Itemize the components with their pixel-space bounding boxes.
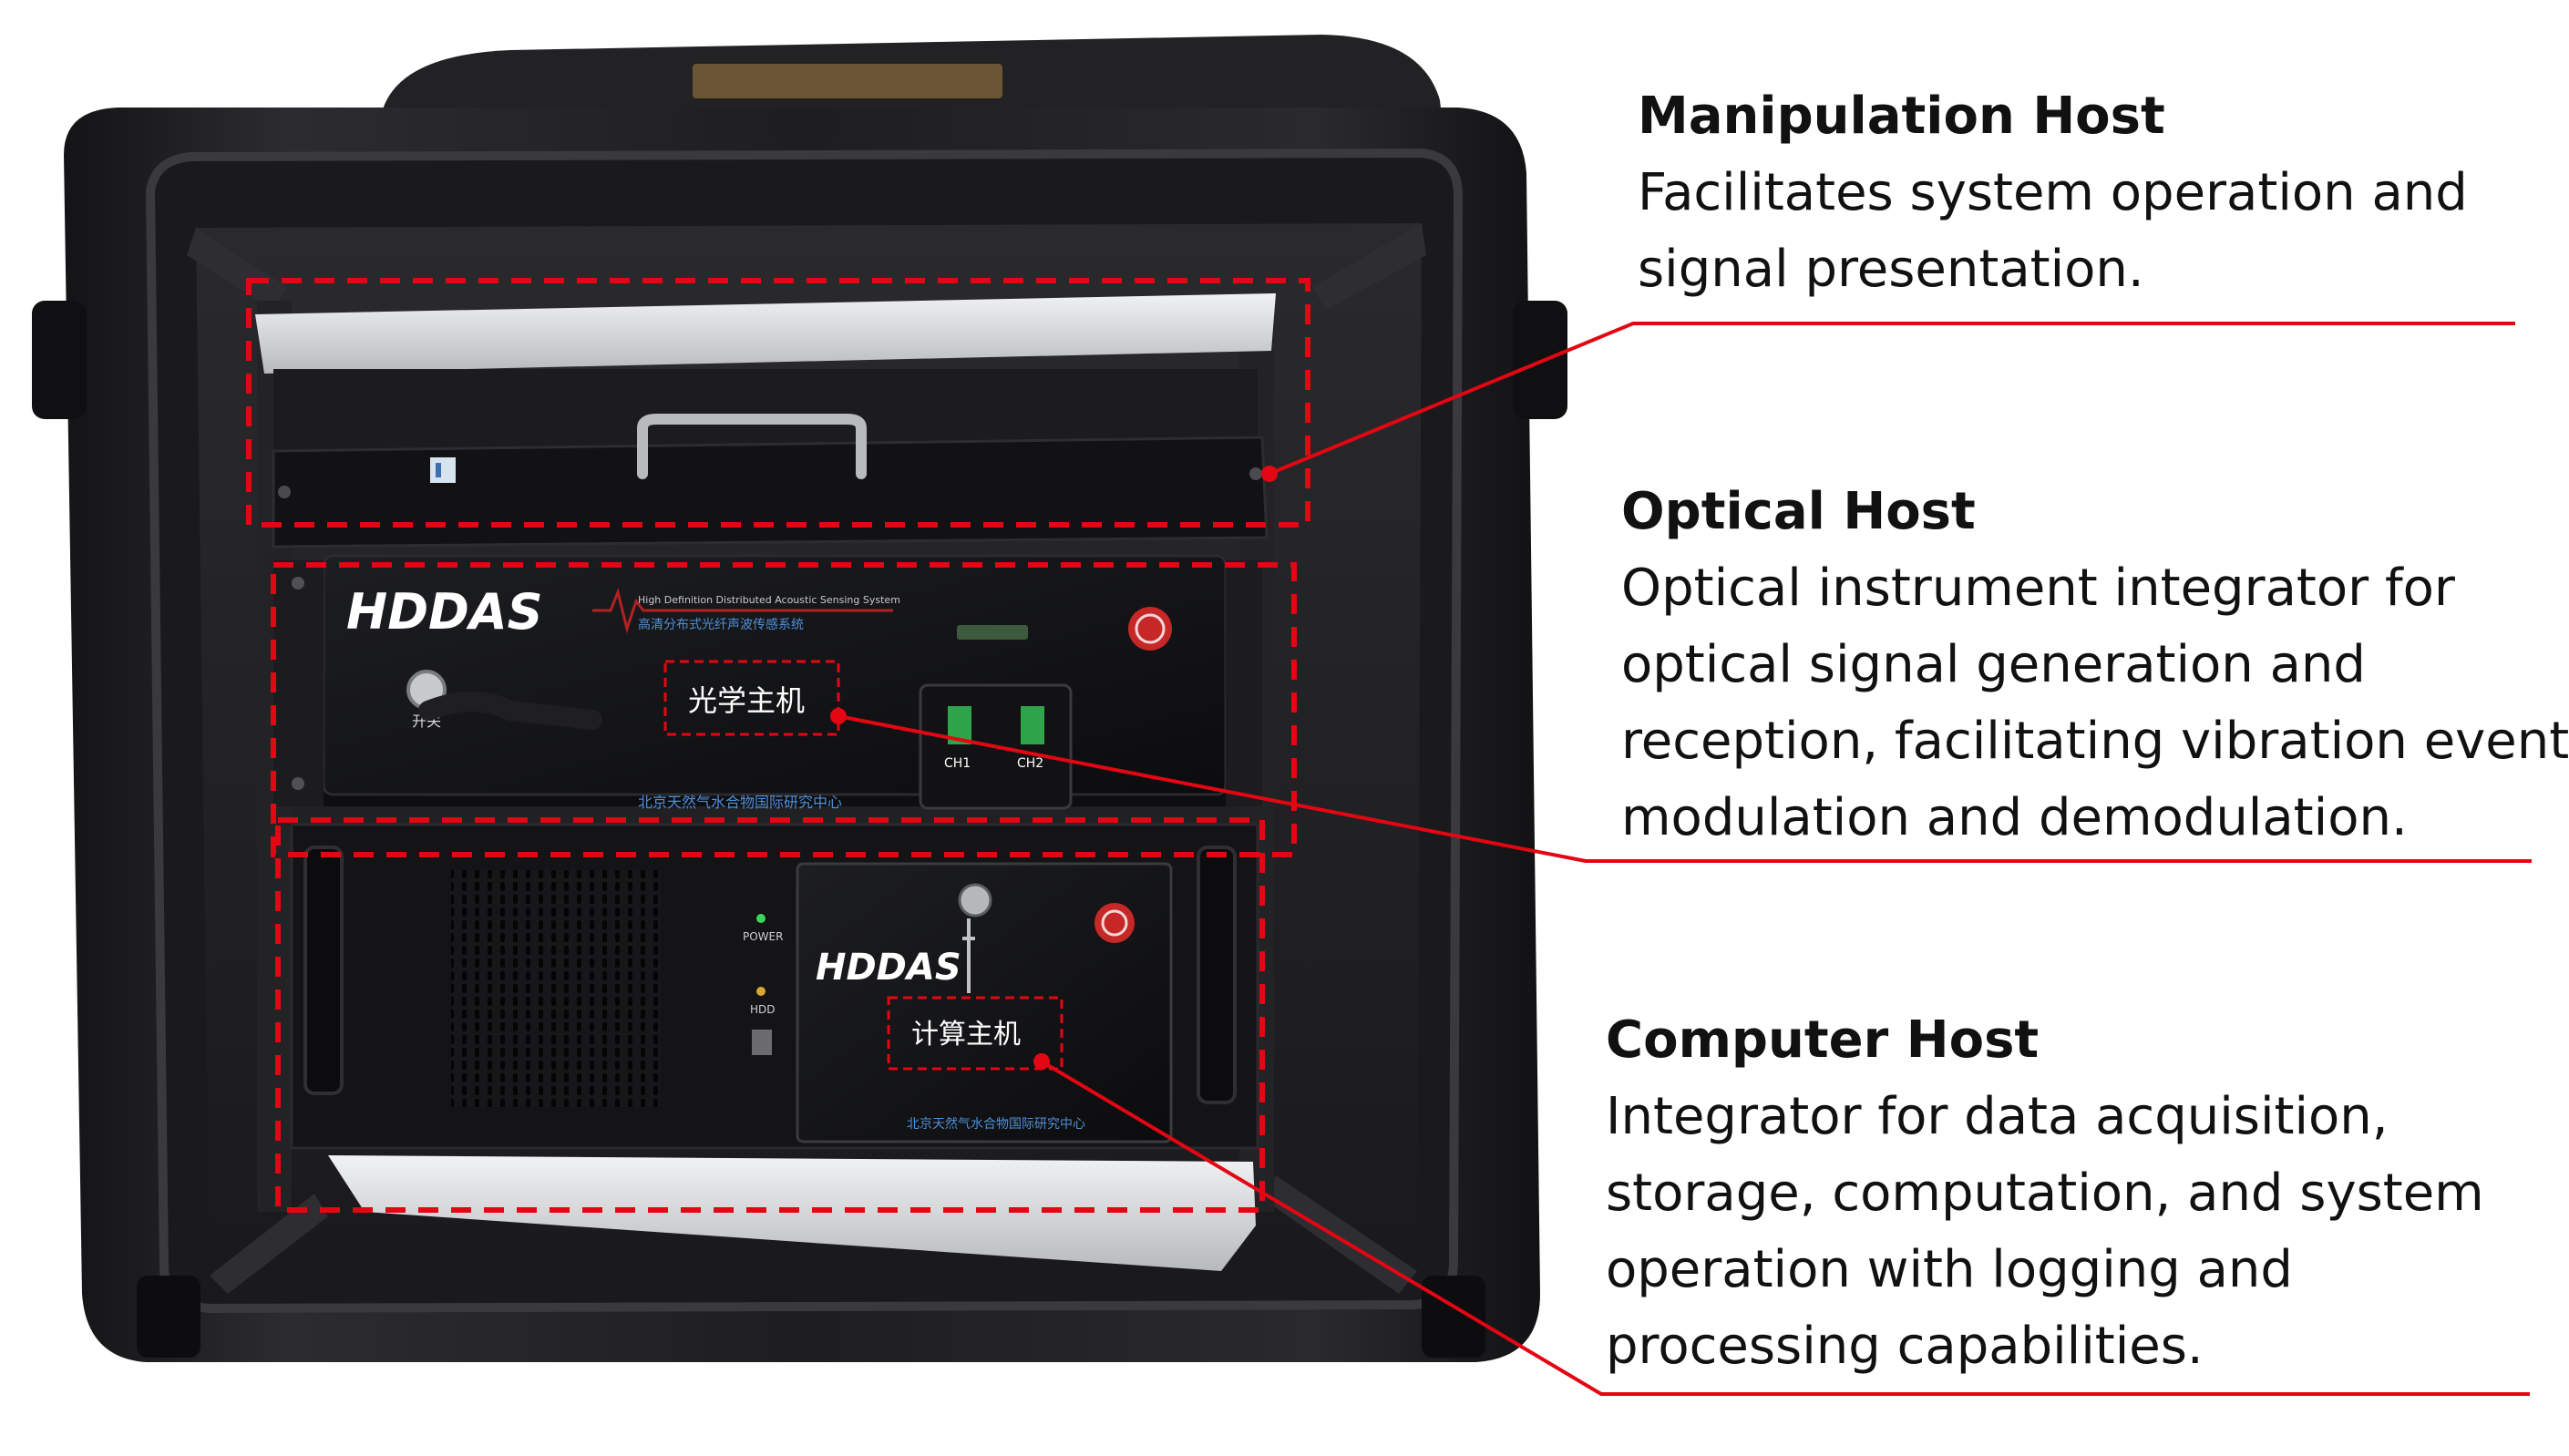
computer-host-title: Computer Host (1606, 1010, 2040, 1070)
computer-org-name: 北京天然气水合物国际研究中心 (907, 1116, 1085, 1132)
case-latch-right (1513, 301, 1567, 419)
vent-grille (451, 870, 661, 1107)
optical-org-name: 北京天然气水合物国际研究中心 (638, 794, 842, 811)
description-line: operation with logging and (1606, 1240, 2293, 1299)
computer-hddas-logo: HDDAS (816, 947, 961, 989)
door-lock-icon[interactable] (958, 883, 992, 918)
optical-host-description: Optical instrument integrator for optica… (1621, 550, 2569, 856)
manipulation-leader-line (1269, 322, 2515, 476)
manipulation-leader-dot (1261, 466, 1278, 482)
description-line: Optical instrument integrator for (1621, 559, 2455, 618)
optical-ear-screw (292, 777, 304, 790)
waveform-graphic (592, 588, 893, 634)
case-latch-left (32, 301, 87, 419)
computer-leader-line (1040, 1060, 2530, 1396)
drawer-shelf-cavity (273, 369, 1258, 451)
case-foot-left (137, 1276, 200, 1358)
computer-handle-right[interactable] (1197, 846, 1237, 1104)
optical-host-unit: HDDAS High Definition Distributed Acoust… (273, 554, 1262, 811)
description-line: storage, computation, and system (1606, 1164, 2484, 1223)
org-emblem-icon (1128, 607, 1172, 651)
manipulation-host-title: Manipulation Host (1638, 87, 2165, 146)
description-line: Facilitates system operation and (1638, 163, 2468, 222)
fiber-cable (418, 692, 602, 730)
org-emblem-inner (1135, 613, 1166, 644)
drawer-front-panel (272, 436, 1269, 549)
optical-host-title: Optical Host (1621, 482, 1976, 541)
optical-leader-line (837, 714, 2532, 863)
drawer-screw-right (1249, 467, 1262, 480)
optical-host-callout: Optical Host Optical instrument integrat… (1621, 474, 2569, 856)
optical-host-highlight-box (271, 562, 1297, 857)
fiber-port-ch2-label: CH2 (1017, 756, 1043, 771)
optical-rack-ear-right (1226, 560, 1262, 806)
computer-leader-dot (1033, 1053, 1050, 1070)
description-line: Integrator for data acquisition, (1606, 1087, 2389, 1146)
manipulation-host-description: Facilitates system operation and signal … (1638, 155, 2468, 308)
drawer-screw-left (278, 486, 291, 498)
brace-top-right (1312, 223, 1426, 310)
manipulation-host-callout: Manipulation Host Facilitates system ope… (1638, 78, 2468, 308)
hdd-led-label: HDD (750, 1003, 776, 1016)
optical-unit-label: 光学主机 (688, 683, 805, 718)
computer-unit-label-box (887, 996, 1064, 1071)
manipulation-host-unit (255, 293, 1276, 549)
optical-leader-dot (830, 708, 847, 724)
computer-host-callout: Computer Host Integrator for data acquis… (1606, 1002, 2484, 1385)
optical-rack-ear-left (273, 560, 324, 806)
optical-ear-screw (292, 577, 304, 590)
annotation-overlay (246, 278, 2532, 1396)
computer-handle-left[interactable] (303, 846, 344, 1095)
computer-host-description: Integrator for data acquisition, storage… (1606, 1079, 2484, 1385)
top-silver-bracket (255, 293, 1276, 374)
bottom-silver-bracket (328, 1155, 1256, 1271)
description-line: signal presentation. (1638, 240, 2144, 299)
case-foot-right (1422, 1276, 1485, 1358)
usb-port[interactable] (752, 1030, 772, 1055)
computer-unit-label: 计算主机 (911, 1019, 1021, 1051)
status-led-strip (957, 625, 1028, 640)
computer-host-unit: POWER HDD HDDAS 计算主机 北京天然气水合物国际研究中心 (290, 823, 1259, 1271)
brace-top-left (187, 228, 287, 310)
description-line: processing capabilities. (1606, 1317, 2204, 1376)
power-led-label: POWER (743, 930, 783, 943)
fiber-port-ch1-label: CH1 (944, 756, 971, 771)
description-line: optical signal generation and (1621, 635, 2366, 694)
brace-bottom-left (210, 1194, 328, 1294)
drawer-indicator-stripe (436, 463, 441, 477)
drawer-indicator-badge (430, 457, 456, 483)
optical-subtitle-cn: 高清分布式光纤声波传感系统 (638, 617, 804, 632)
optical-subtitle-en: High Definition Distributed Acoustic Sen… (638, 594, 900, 606)
manipulation-host-highlight-box (246, 278, 1310, 528)
case-label-plate (693, 64, 1002, 98)
hddas-logo: HDDAS (346, 583, 543, 641)
optical-unit-label-box (663, 660, 840, 736)
drawer-handle (637, 414, 867, 479)
hdd-led (756, 987, 766, 996)
power-led (756, 914, 766, 923)
key-icon (962, 918, 975, 993)
fiber-port-ch2[interactable] (1021, 706, 1044, 744)
computer-host-highlight-box (275, 817, 1265, 1213)
brace-bottom-right (1262, 1175, 1417, 1294)
computer-front-door (796, 862, 1173, 1143)
description-line: modulation and demodulation. (1621, 788, 2408, 847)
description-line: reception, facilitating vibration event (1621, 712, 2569, 771)
computer-emblem-inner (1101, 909, 1128, 937)
computer-emblem-icon (1094, 903, 1135, 943)
